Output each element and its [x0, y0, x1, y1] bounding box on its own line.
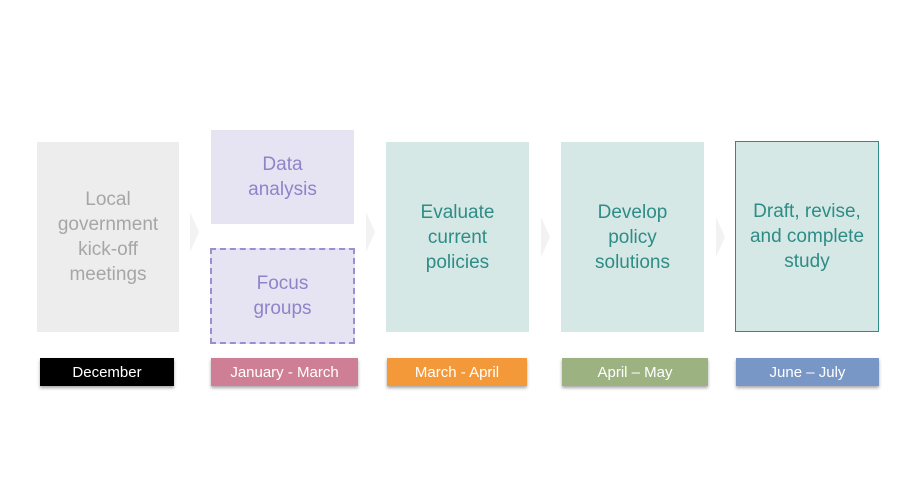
stage-local-government-meetings: Local government kick-off meetings [37, 142, 179, 332]
chevron-arrow-icon [716, 217, 725, 257]
stage-data-analysis: Data analysis [211, 130, 354, 224]
date-label-december: December [40, 358, 174, 386]
date-label-june-july: June – July [736, 358, 879, 386]
date-label-january-march: January - March [211, 358, 358, 386]
stage-evaluate-policies: Evaluate current policies [386, 142, 529, 332]
date-label-april-may: April – May [562, 358, 708, 386]
stage-focus-groups: Focus groups [210, 248, 355, 344]
date-label-march-april: March - April [387, 358, 527, 386]
stage-draft-study: Draft, revise, and complete study [735, 141, 879, 332]
chevron-arrow-icon [190, 212, 199, 252]
chevron-arrow-icon [366, 212, 375, 252]
stage-develop-solutions: Develop policy solutions [561, 142, 704, 332]
chevron-arrow-icon [541, 217, 550, 257]
